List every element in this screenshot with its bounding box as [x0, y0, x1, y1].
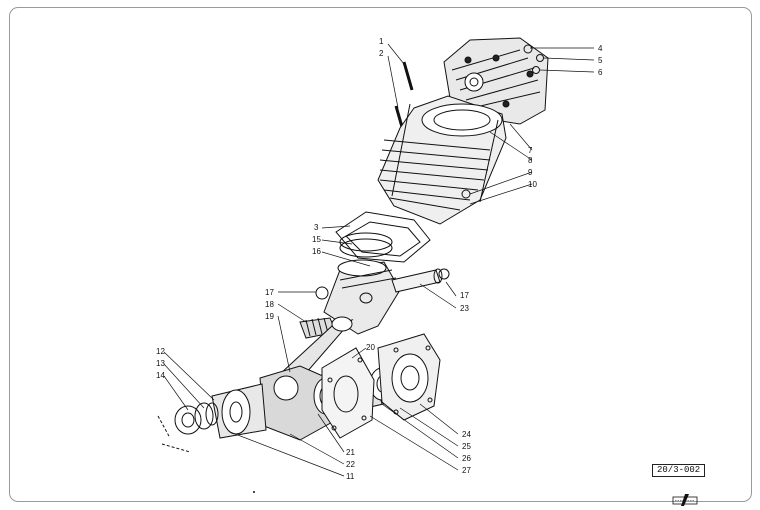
- stray-dot: [253, 491, 255, 493]
- callout-19: 19: [265, 312, 274, 321]
- reference-code-box: 20/3-002: [652, 464, 706, 477]
- callout-6: 6: [598, 68, 603, 77]
- callout-22: 22: [346, 460, 355, 469]
- callout-16: 16: [312, 247, 321, 256]
- callout-13: 13: [156, 359, 165, 368]
- callout-3: 3: [314, 223, 319, 232]
- piston: [323, 232, 401, 335]
- callout-18: 18: [265, 300, 274, 309]
- diagram-sheet: [9, 7, 752, 502]
- publisher-logo: [672, 494, 698, 506]
- base-gasket: [335, 211, 431, 263]
- flange-plate: [321, 347, 375, 439]
- side-cover: [377, 333, 441, 421]
- callout-15: 15: [312, 235, 321, 244]
- callout-5: 5: [598, 56, 603, 65]
- callout-14: 14: [156, 371, 165, 380]
- callout-labels: 1 2 3 4 5 6 7 8 9 10 11 12 13 14 15 16 1…: [156, 37, 603, 481]
- callout-1: 1: [379, 37, 384, 46]
- callout-2: 2: [379, 49, 384, 58]
- leader-lines: [163, 43, 595, 477]
- callout-21: 21: [346, 448, 355, 457]
- callout-7: 7: [528, 146, 533, 155]
- callout-8: 8: [528, 156, 533, 165]
- callout-20: 20: [366, 343, 375, 352]
- callout-26: 26: [462, 454, 471, 463]
- callout-27: 27: [462, 466, 471, 475]
- head-nuts: [523, 44, 544, 74]
- callout-10: 10: [528, 180, 537, 189]
- callout-11: 11: [346, 472, 355, 481]
- callout-9: 9: [528, 168, 533, 177]
- cylinder-head: [443, 37, 549, 125]
- callout-4: 4: [598, 44, 603, 53]
- callout-24: 24: [462, 430, 471, 439]
- left-bearing: [157, 402, 219, 453]
- callout-12: 12: [156, 347, 165, 356]
- callout-23: 23: [460, 304, 469, 313]
- wrist-pin: [315, 268, 450, 300]
- cylinder-barrel: [377, 95, 507, 225]
- callout-17-right: 17: [460, 291, 469, 300]
- callout-25: 25: [462, 442, 471, 451]
- callout-17-left: 17: [265, 288, 274, 297]
